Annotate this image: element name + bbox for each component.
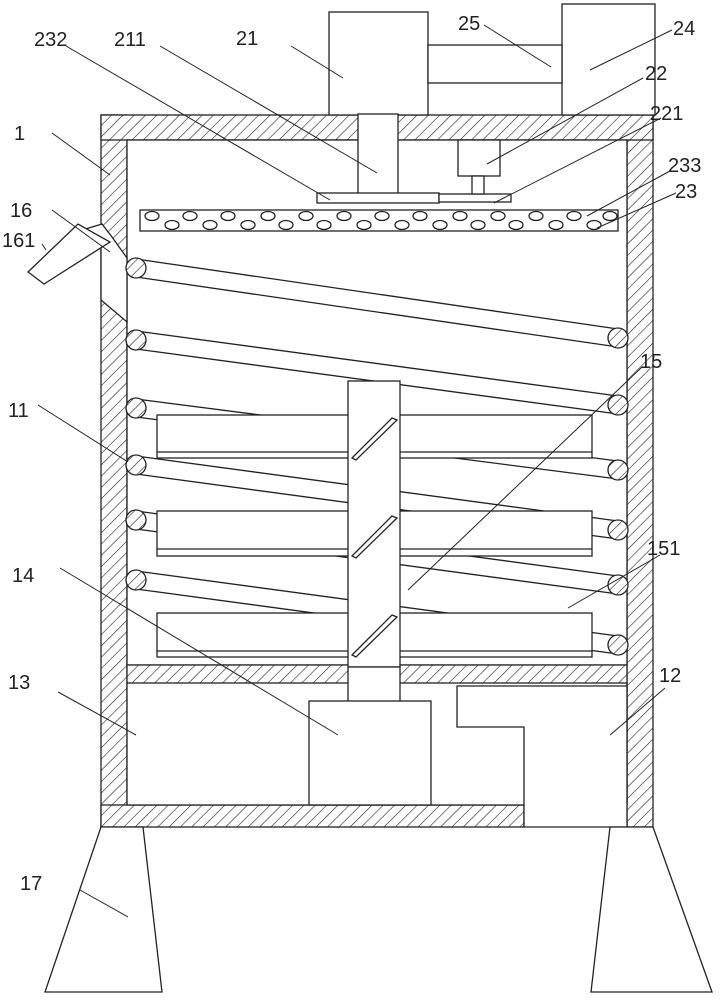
label-17: 17: [20, 873, 42, 895]
coil-section: [607, 327, 629, 349]
label-211: 211: [114, 29, 146, 51]
stirring-shaft: [347, 380, 401, 704]
sieve-hole: [432, 219, 448, 231]
coil-section: [125, 329, 147, 351]
sieve-hole: [220, 210, 236, 222]
label-161: 161: [2, 230, 35, 252]
sieve-hole: [260, 210, 276, 222]
sieve-hole: [240, 219, 256, 231]
left-leg: [44, 826, 163, 993]
sieve-hole: [412, 210, 428, 222]
coil-tube-edge: [135, 330, 619, 397]
sieve-hole: [202, 219, 218, 231]
bottom-motor: [308, 700, 432, 806]
sieve-hole: [470, 219, 486, 231]
label-25: 25: [458, 13, 480, 35]
label-23: 23: [675, 181, 697, 203]
rotary-disc: [316, 192, 440, 204]
label-22: 22: [645, 63, 667, 85]
label-21: 21: [236, 28, 258, 50]
drive-shaft: [357, 113, 399, 196]
sieve-hole: [548, 219, 564, 231]
label-221: 221: [650, 103, 683, 125]
sieve-hole: [144, 210, 160, 222]
support-legs: [44, 826, 713, 993]
label-24: 24: [673, 18, 695, 40]
sliding-plate: [438, 193, 512, 203]
lower-components: [308, 685, 628, 828]
housing-bottom-wall: [100, 804, 525, 828]
feed-inlet: [26, 223, 128, 324]
spiral-blade-1: [350, 417, 399, 461]
spiral-blade-3: [350, 614, 399, 658]
sieve-hole: [278, 219, 294, 231]
label-12: 12: [659, 665, 681, 687]
side-motor: [561, 3, 656, 116]
sieve-hole: [394, 219, 410, 231]
label-1: 1: [14, 123, 25, 145]
belt-connector: [427, 44, 563, 84]
sieve-hole: [566, 210, 582, 222]
feed-nozzle: [26, 223, 112, 285]
coil-section: [125, 397, 147, 419]
reference-labels: 1 11 12 13 14 15 151 16 161 17 21 211 22…: [2, 13, 701, 895]
sieve-plate: [139, 209, 619, 232]
coil-section: [125, 454, 147, 476]
coil-section: [125, 257, 147, 279]
sieve-hole: [316, 219, 332, 231]
leader-lines: [37, 24, 677, 918]
coil-section: [607, 394, 629, 416]
sieve-hole: [182, 210, 198, 222]
label-14: 14: [12, 565, 34, 587]
coil-tube-edge: [135, 276, 619, 348]
sieve-hole: [452, 210, 468, 222]
sieve-hole: [336, 210, 352, 222]
sieve-hole: [374, 210, 390, 222]
label-232: 232: [34, 29, 67, 51]
label-11: 11: [8, 400, 29, 422]
coil-tube-edge: [135, 258, 619, 330]
label-13: 13: [8, 672, 30, 694]
top-motor: [328, 11, 429, 116]
feed-pipe: [80, 223, 128, 324]
label-233: 233: [668, 155, 701, 177]
coil-section: [607, 634, 629, 656]
sieve-holes: [144, 210, 618, 231]
label-15: 15: [640, 351, 662, 373]
coil-section: [125, 509, 147, 531]
coil-section: [607, 574, 629, 596]
label-151: 151: [647, 538, 680, 560]
right-leg: [590, 826, 713, 993]
sieve-hole: [508, 219, 524, 231]
sieve-hole: [164, 219, 180, 231]
cylinder-body: [457, 139, 501, 177]
sieve-hole: [298, 210, 314, 222]
housing-left-wall: [100, 114, 128, 828]
sieve-hole: [490, 210, 506, 222]
sieve-hole: [528, 210, 544, 222]
coil-section: [607, 519, 629, 541]
housing-right-wall: [626, 114, 654, 828]
coil-section: [607, 459, 629, 481]
discharge-outlet: [456, 685, 628, 828]
stirring-shaft-neck: [347, 666, 401, 704]
sieve-hole: [356, 219, 372, 231]
cylinder-rod: [471, 175, 485, 195]
label-16: 16: [10, 200, 32, 222]
spiral-blade-2: [350, 515, 399, 559]
coil-section: [125, 569, 147, 591]
sieve-hole: [602, 210, 618, 222]
sieve-hole: [586, 219, 602, 231]
